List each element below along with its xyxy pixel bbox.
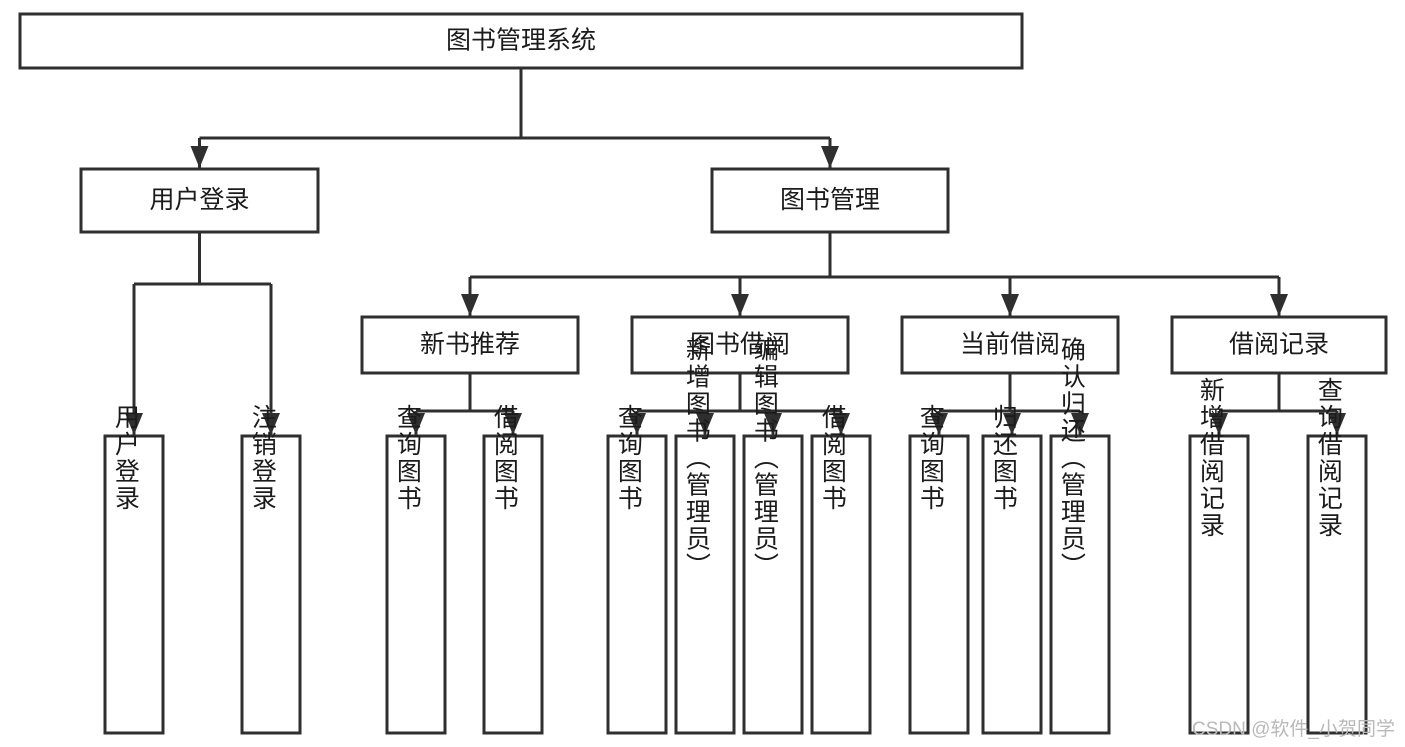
node-label: 新增图书（管理员） <box>682 337 711 580</box>
node-label: 图书管理系统 <box>446 27 596 55</box>
node-leaf-edit-book[interactable]: 编辑图书（管理员） <box>742 337 804 735</box>
node-label: 编辑图书（管理员） <box>750 337 779 580</box>
node-leaf-borrow-book-2[interactable]: 借阅图书 <box>810 404 872 735</box>
arrowhead-icon <box>821 146 839 168</box>
arrowhead-icon <box>1003 413 1021 435</box>
watermark-text: CSDN @软件_小贺同学 <box>1192 719 1395 740</box>
node-box <box>385 434 447 735</box>
node-leaf-query-book-3[interactable]: 查询图书 <box>908 404 970 735</box>
node-new-book-recommend[interactable]: 新书推荐 <box>360 315 580 375</box>
node-root[interactable]: 图书管理系统 <box>18 12 1024 70</box>
node-box <box>710 167 950 234</box>
edge-layer <box>125 68 1346 435</box>
arrowhead-icon <box>461 294 479 316</box>
node-box <box>900 315 1120 375</box>
arrowhead-icon <box>262 413 280 435</box>
node-box <box>742 434 804 735</box>
node-leaf-query-book-2[interactable]: 查询图书 <box>606 404 668 735</box>
node-label: 用户登录 <box>111 404 140 512</box>
node-box <box>1188 434 1250 735</box>
node-label: 借阅图书 <box>818 404 847 512</box>
node-label: 当前借阅 <box>960 331 1060 359</box>
node-leaf-return-book[interactable]: 归还图书 <box>981 404 1043 735</box>
node-box <box>1306 434 1368 735</box>
arrowhead-icon <box>1001 294 1019 316</box>
node-book-borrow[interactable]: 图书借阅 <box>630 315 850 375</box>
node-label: 新增借阅记录 <box>1196 377 1225 539</box>
arrowhead-icon <box>125 413 143 435</box>
arrowhead-icon <box>930 413 948 435</box>
arrowhead-icon <box>832 413 850 435</box>
node-label: 查询图书 <box>614 404 643 512</box>
node-leaf-query-book-1[interactable]: 查询图书 <box>385 404 447 735</box>
node-label: 图书借阅 <box>690 331 790 359</box>
node-box <box>79 167 320 234</box>
node-box <box>240 434 302 735</box>
node-leaf-logout-login[interactable]: 注销登录 <box>240 404 302 735</box>
node-box <box>482 434 544 735</box>
node-label: 新书推荐 <box>420 331 520 359</box>
node-box <box>810 434 872 735</box>
node-box <box>360 315 580 375</box>
node-label: 图书管理 <box>780 186 880 214</box>
node-box <box>1049 434 1111 735</box>
node-box <box>1170 315 1388 375</box>
arrowhead-icon <box>504 413 522 435</box>
node-leaf-borrow-book-1[interactable]: 借阅图书 <box>482 404 544 735</box>
node-box <box>908 434 970 735</box>
node-leaf-user-login[interactable]: 用户登录 <box>103 404 165 735</box>
node-label: 查询借阅记录 <box>1314 377 1343 539</box>
node-label: 借阅记录 <box>1229 331 1329 359</box>
arrowhead-icon <box>1071 413 1089 435</box>
arrowhead-icon <box>764 413 782 435</box>
arrowhead-icon <box>1328 413 1346 435</box>
node-label: 用户登录 <box>149 186 249 214</box>
arrowhead-icon <box>731 294 749 316</box>
arrowhead-icon <box>407 413 425 435</box>
node-current-borrow[interactable]: 当前借阅 <box>900 315 1120 375</box>
node-label: 注销登录 <box>248 404 277 512</box>
node-book-manage[interactable]: 图书管理 <box>710 167 950 234</box>
node-layer: 图书管理系统用户登录图书管理新书推荐图书借阅当前借阅借阅记录用户登录注销登录查询… <box>18 12 1388 735</box>
node-label: 确认归还（管理员） <box>1057 337 1086 580</box>
arrowhead-icon <box>696 413 714 435</box>
node-user-login[interactable]: 用户登录 <box>79 167 320 234</box>
node-borrow-records[interactable]: 借阅记录 <box>1170 315 1388 375</box>
node-box <box>981 434 1043 735</box>
arrowhead-icon <box>1270 294 1288 316</box>
node-leaf-add-book[interactable]: 新增图书（管理员） <box>674 337 736 735</box>
node-box <box>630 315 850 375</box>
node-leaf-add-borrow-record[interactable]: 新增借阅记录 <box>1188 377 1250 735</box>
node-label: 归还图书 <box>989 404 1018 512</box>
node-leaf-confirm-return[interactable]: 确认归还（管理员） <box>1049 337 1111 735</box>
node-box <box>18 12 1024 70</box>
arrowhead-icon <box>190 146 209 168</box>
node-label: 查询图书 <box>393 404 422 512</box>
node-box <box>606 434 668 735</box>
node-label: 查询图书 <box>916 404 945 512</box>
arrowhead-icon <box>628 413 646 435</box>
node-label: 借阅图书 <box>490 404 519 512</box>
node-box <box>103 434 165 735</box>
node-leaf-query-borrow-record[interactable]: 查询借阅记录 <box>1306 377 1368 735</box>
node-box <box>674 434 736 735</box>
arrowhead-icon <box>1210 413 1228 435</box>
